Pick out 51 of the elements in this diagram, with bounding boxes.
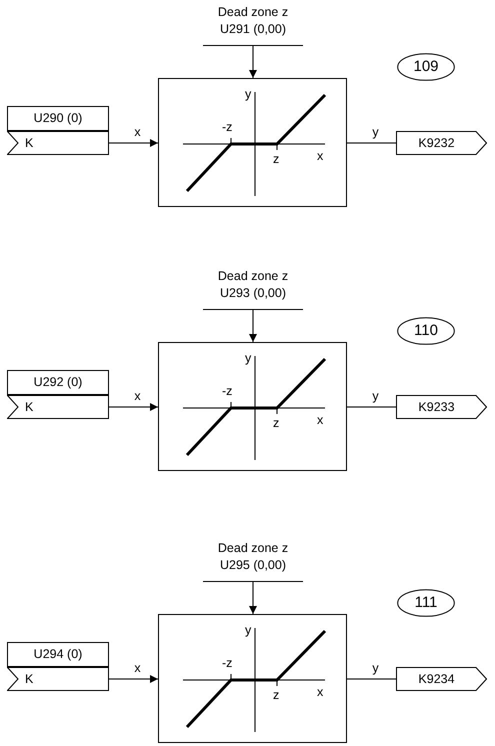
axis-label: z xyxy=(273,416,280,430)
block-number: 111 xyxy=(414,592,438,613)
axis-label: y xyxy=(245,87,252,101)
parameter-field: U294 (0) xyxy=(7,642,109,667)
connector-arrow xyxy=(249,46,257,78)
connector-name: K9233 xyxy=(418,398,455,416)
caption-text: Dead zone z xyxy=(218,268,288,285)
axis-label: -z xyxy=(222,384,232,398)
connector-name: K9234 xyxy=(418,670,455,688)
connector-field: K xyxy=(7,667,109,691)
input-connector xyxy=(7,106,109,155)
parameter-caption xyxy=(203,4,303,46)
axis-label: x xyxy=(317,149,324,163)
caption-text: Dead zone z xyxy=(218,4,288,21)
connector-field: K xyxy=(7,395,109,419)
caption-text: Dead zone z xyxy=(218,540,288,557)
connector-arrow xyxy=(249,582,257,614)
block-number-ellipse xyxy=(397,317,455,345)
axis-label: y xyxy=(245,623,252,637)
output-connector xyxy=(396,131,487,155)
axis-label: y xyxy=(245,351,252,365)
connector-arrow xyxy=(108,139,158,147)
axis-label: -z xyxy=(222,656,232,670)
parameter-field: U292 (0) xyxy=(7,370,109,395)
input-connector xyxy=(7,642,109,691)
connector-arrow xyxy=(108,675,158,683)
input-connector xyxy=(7,370,109,419)
axis-label: x xyxy=(317,413,324,427)
parameter-caption xyxy=(203,268,303,310)
connector-arrow xyxy=(249,310,257,342)
axis-label: z xyxy=(273,688,280,702)
axis-label: z xyxy=(273,152,280,166)
function-block xyxy=(158,342,347,471)
axis-label: x xyxy=(317,685,324,699)
connector-field: K xyxy=(7,131,109,155)
parameter-field: U290 (0) xyxy=(7,106,109,131)
caption-text: U295 (0,00) xyxy=(220,557,286,574)
output-connector xyxy=(396,395,487,419)
connector-name: K9232 xyxy=(418,134,455,152)
caption-text: U293 (0,00) xyxy=(220,285,286,302)
parameter-caption xyxy=(203,540,303,582)
block-number: 110 xyxy=(414,320,438,341)
connector-arrow xyxy=(108,403,158,411)
block-number-ellipse xyxy=(397,589,455,617)
block-number: 109 xyxy=(413,56,439,77)
block-number-ellipse xyxy=(397,53,455,81)
function-block xyxy=(158,614,347,743)
function-block xyxy=(158,78,347,207)
caption-text: U291 (0,00) xyxy=(220,21,286,38)
output-connector xyxy=(396,667,487,691)
axis-label: -z xyxy=(222,120,232,134)
